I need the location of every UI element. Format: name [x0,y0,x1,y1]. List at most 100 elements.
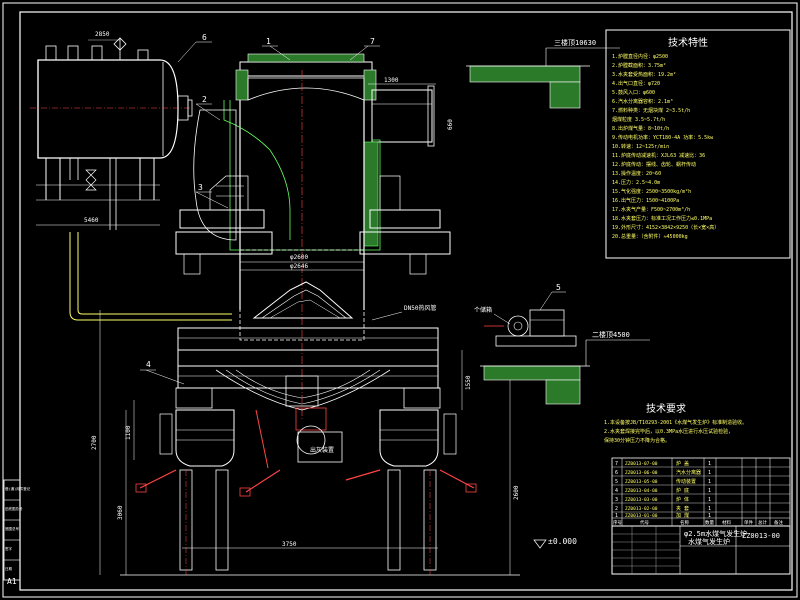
row-no: 5 [615,479,618,485]
row-qty: 1 [708,488,711,494]
spec-line: 12.炉底传动：摆线、齿轮、蜗杆传动 [612,161,696,168]
part-6: 6 [202,33,207,42]
row-code: ZZ0013-04-00 [625,488,658,494]
sheet-size: A1 [7,577,17,586]
drawing-name: φ2.5m水煤气发生炉 [684,529,747,538]
inner-frame [19,11,793,591]
dim-d8: 1550 [465,375,472,390]
spec-line: 6.汽水分离器容积：2.1m³ [612,98,673,105]
dim-d7: 1100 [125,425,132,440]
upper-floor: 三楼顶10630 [466,38,620,109]
dim-d6: 2600 [513,485,520,500]
row-no: 4 [615,488,618,494]
spec-line: 烟煤粒度 3.5~5.7t/h [612,116,665,123]
spec-line: 9.传动电机功率：YCT180-4A 功率：5.5kw [612,134,714,141]
part-2: 2 [202,95,207,104]
part-callouts: 1 2 3 4 5 6 7 [140,33,566,385]
part-4: 4 [146,360,151,369]
spec-line: 11.炉底传动减速机：XJL63 减速比：36 [612,152,705,159]
spec-line: 15.气化强度：2500~3500kg/m²h [612,188,691,195]
row-code: ZZ0013-02-00 [625,506,658,512]
pipe-dim: 5460 [84,217,99,224]
hdr-code: 代号 [640,519,649,526]
row-name: 加 煤 [676,512,689,519]
hdr-total: 总计 [758,519,767,526]
hdr-remark: 备注 [774,519,783,526]
strip-label-4: 签字 [5,546,12,551]
spec-line: 2.炉膛截面积：3.75m² [612,62,666,69]
part-5: 5 [556,283,561,292]
drawing-name-2: 水煤气发生炉 [688,537,730,546]
separator-drum: 2850 [30,31,193,230]
connecting-pipe: 5460 [36,217,232,321]
row-qty: 1 [708,479,711,485]
drawing-no: ZZ0013-00 [742,532,780,540]
strip-label-3: 底图总号 [5,526,19,531]
row-name: 炉 底 [676,487,689,494]
furnace-bottom: 出灰装置 [175,327,441,463]
row-code: ZZ0013-06-00 [625,470,658,476]
title-block: φ2.5m水煤气发生炉 水煤气发生炉 ZZ0013-00 [611,525,791,575]
spec-line: 7.燃料种类：无烟块煤 2~3.5t/h [612,107,690,114]
dim-d12: 660 [447,119,454,130]
left-strip: 借(通)用件登记 旧底图总号 底图总号 签字 日期 [3,479,31,581]
row-no: 1 [615,513,618,519]
row-name: 夹 套 [676,505,689,512]
part-3: 3 [198,183,203,192]
spec-line: 10.转速：12~125r/min [612,143,669,150]
spec-line: 16.出气压力：1500~4100Pa [612,197,679,204]
spec-line: 3.水夹套受热面积：19.2m² [612,71,676,78]
spec-line: 19.外形尺寸：4152×3842×9250（长×宽×高） [612,224,719,231]
row-name: 炉 体 [676,496,689,503]
spec-line: 5.鼓风入口：φ600 [612,89,655,96]
row-no: 7 [615,461,618,467]
spec-line: 8.出炉煤气量：8~10t/h [612,125,669,132]
req-line: 保持30分钟压力不降为合格。 [604,437,670,444]
req-line: 1.本设备按JB/T10293-2001《水煤气发生炉》标准制造验收。 [604,419,747,426]
ash-tag: 出灰装置 [310,446,334,454]
spec-line: 18.水夹套压力：标准工况工作压力≤0.1MPa [612,215,712,222]
drive-unit: 个储箱 [474,306,577,347]
spec-line: 14.压力：2.5~4.0m [612,179,660,186]
row-no: 6 [615,470,618,476]
req-line: 2.水夹套焊接完毕后，以0.3MPa水压进行水压试验检验， [604,428,733,435]
row-no: 3 [615,497,618,503]
tech-spec-box: 技术特性 1.炉膛直径内径：φ2500 2.炉膛截面积：3.75m² 3.水夹套… [605,29,791,259]
hdr-name: 名称 [680,519,689,526]
dim-d5: 3060 [117,505,124,520]
row-qty: 1 [708,497,711,503]
spec-line: 13.操作温度：20~60 [612,170,661,177]
hot-tag: DN50热风管 [404,304,436,312]
dim-d2: φ2646 [290,263,308,270]
strip-label-2: 旧底图总号 [5,506,23,511]
strip-label-5: 日期 [5,566,12,571]
furnace-body: φ2600 φ2646 1300 660 DN50热风管 [175,53,454,420]
row-name: 传动装置 [676,478,696,485]
lower-floor: 二楼顶4500 [480,330,650,405]
kettle-tag: 个储箱 [474,306,492,314]
spec-line: 1.炉膛直径内径：φ2500 [612,53,668,60]
row-code: ZZ0013-07-00 [625,461,658,467]
dim-d1: φ2600 [290,254,308,261]
floor-upper-label: 三楼顶10630 [554,38,596,47]
spec-line: 17.水夹气产量：F500~2700m³/h [612,206,690,213]
tech-req-box: 技术要求 1.本设备按JB/T10293-2001《水煤气发生炉》标准制造验收。… [604,402,747,444]
sep-dim-top: 2850 [95,31,110,38]
row-qty: 1 [708,461,711,467]
hdr-mat: 材料 [722,519,731,526]
row-name: 汽水分离器 [676,469,701,476]
row-code: ZZ0013-01-00 [625,513,658,519]
part-7: 7 [370,37,375,46]
row-code: ZZ0013-03-00 [625,497,658,503]
row-qty: 1 [708,506,711,512]
row-no: 2 [615,506,618,512]
hdr-unit: 单件 [744,519,753,526]
dim-d4: 3750 [282,541,297,548]
spec-line: 20.总重量：（含附件）≈45000kg [612,233,688,240]
ash-hoppers: 3750 3060 2700 1100 1550 2600 ±0.000 [91,310,577,576]
row-name: 炉 盖 [676,460,689,467]
row-code: ZZ0013-05-00 [625,479,658,485]
spec-line: 4.出气口直径：φ720 [612,80,660,87]
